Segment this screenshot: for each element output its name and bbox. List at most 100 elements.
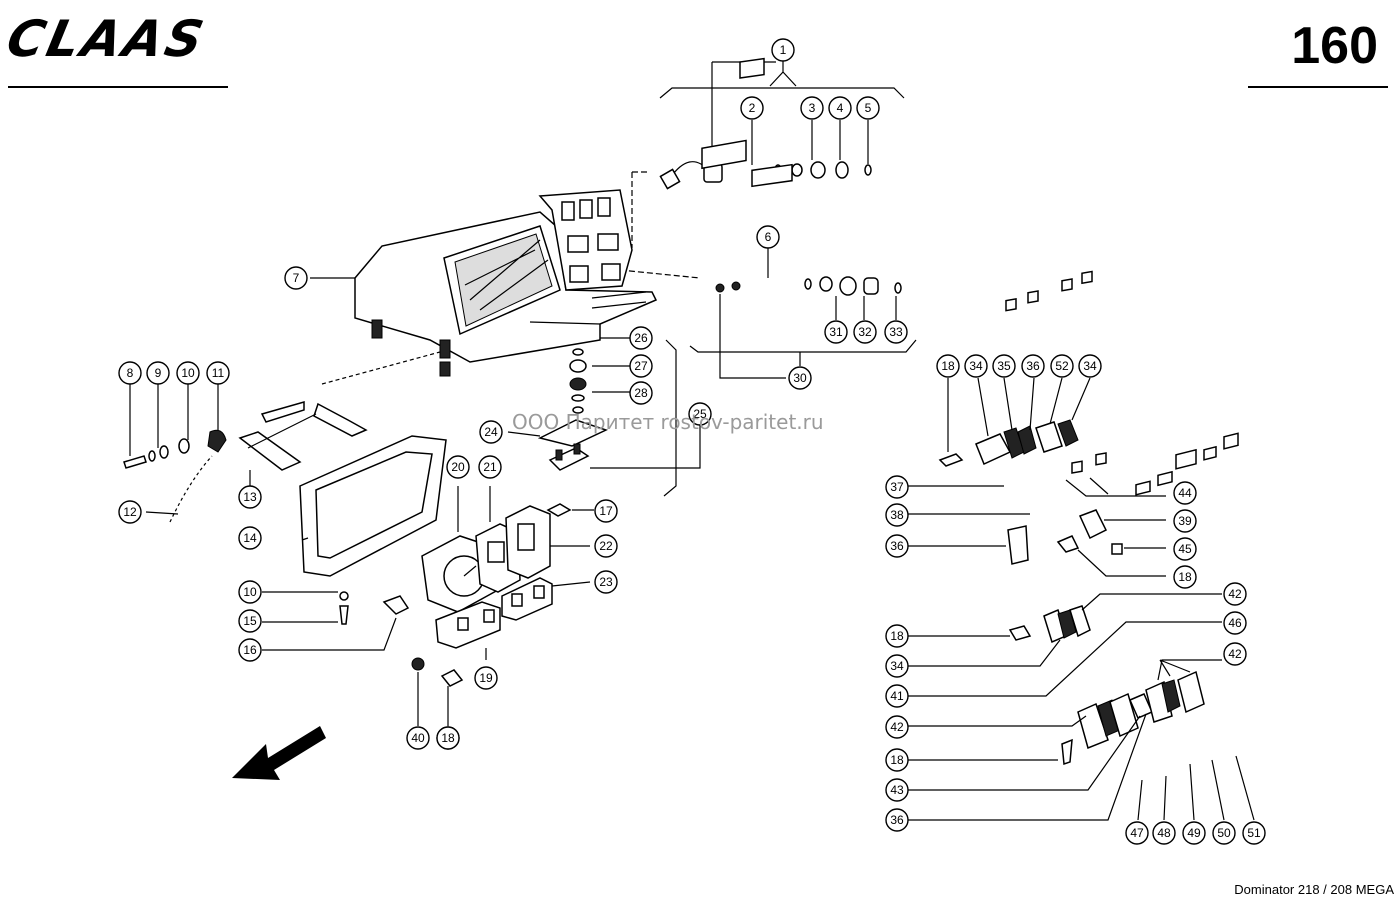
callout-34-c: 34 [885, 654, 909, 678]
svg-text:42: 42 [1228, 587, 1242, 601]
small-fasteners [262, 503, 594, 726]
callout-18-right-mid: 18 [1173, 565, 1197, 589]
bracket-1 [659, 60, 905, 165]
svg-text:14: 14 [243, 531, 257, 545]
svg-text:20: 20 [451, 460, 465, 474]
callout-15: 15 [238, 609, 262, 633]
callout-47: 47 [1125, 821, 1149, 845]
svg-text:10: 10 [181, 366, 195, 380]
model-caption: Dominator 218 / 208 MEGA [1234, 882, 1394, 897]
svg-text:13: 13 [243, 490, 257, 504]
callout-28: 28 [629, 381, 653, 405]
callout-36-a: 36 [1021, 354, 1045, 378]
svg-text:43: 43 [890, 783, 904, 797]
callout-41: 41 [885, 684, 909, 708]
svg-text:11: 11 [212, 366, 225, 380]
callout-42-a: 42 [1223, 582, 1247, 606]
callout-10-top: 10 [176, 361, 200, 385]
callout-27: 27 [629, 354, 653, 378]
svg-text:48: 48 [1157, 826, 1171, 840]
svg-text:24: 24 [484, 425, 498, 439]
callout-7: 7 [284, 266, 308, 290]
callout-30: 30 [788, 366, 812, 390]
svg-text:18: 18 [441, 731, 455, 745]
callout-40: 40 [406, 726, 430, 750]
callout-2: 2 [740, 96, 764, 120]
svg-text:6: 6 [765, 230, 772, 244]
svg-text:25: 25 [693, 407, 707, 421]
svg-text:22: 22 [599, 539, 613, 553]
svg-text:47: 47 [1130, 826, 1144, 840]
callout-33: 33 [884, 320, 908, 344]
rocker-switches-top [908, 270, 1166, 577]
svg-text:21: 21 [483, 460, 497, 474]
callout-9: 9 [146, 361, 170, 385]
callout-18-right-lower: 18 [885, 624, 909, 648]
svg-text:18: 18 [890, 753, 904, 767]
callout-43: 43 [885, 778, 909, 802]
svg-text:30: 30 [793, 371, 807, 385]
svg-text:15: 15 [243, 614, 257, 628]
svg-text:2: 2 [749, 101, 756, 115]
svg-text:16: 16 [243, 643, 257, 657]
callout-19: 19 [474, 666, 498, 690]
svg-text:51: 51 [1247, 826, 1261, 840]
rocker-switches-middle [908, 452, 1222, 697]
svg-text:34: 34 [1083, 359, 1097, 373]
switch-plate-assembly [689, 139, 917, 379]
svg-text:34: 34 [890, 659, 904, 673]
callout-1: 1 [771, 38, 795, 62]
watermark: ООО Паритет rostov-paritet.ru [512, 410, 824, 434]
svg-text:12: 12 [123, 505, 137, 519]
display-frame [299, 435, 447, 577]
callout-8: 8 [118, 361, 142, 385]
callout-18-right-bottom: 18 [885, 748, 909, 772]
svg-text:42: 42 [1228, 647, 1242, 661]
svg-text:7: 7 [293, 271, 300, 285]
callout-36-c: 36 [885, 808, 909, 832]
callout-23: 23 [594, 570, 618, 594]
callout-38: 38 [885, 503, 909, 527]
callout-10-bottom: 10 [238, 580, 262, 604]
svg-text:36: 36 [890, 539, 904, 553]
callout-13: 13 [238, 485, 262, 509]
svg-text:17: 17 [599, 504, 613, 518]
callout-25: 25 [688, 402, 712, 426]
callout-12: 12 [118, 500, 142, 524]
svg-text:27: 27 [634, 359, 648, 373]
page-number: 160 [1291, 17, 1378, 75]
svg-text:18: 18 [890, 629, 904, 643]
svg-text:19: 19 [479, 671, 493, 685]
callout-5: 5 [856, 96, 880, 120]
svg-text:36: 36 [890, 813, 904, 827]
callout-46: 46 [1223, 611, 1247, 635]
svg-text:49: 49 [1187, 826, 1201, 840]
callout-11: 11 [206, 361, 230, 385]
callout-6: 6 [756, 225, 780, 249]
callout-34-b: 34 [1078, 354, 1102, 378]
instrument-gauges [421, 486, 591, 660]
svg-text:18: 18 [941, 359, 955, 373]
svg-text:40: 40 [411, 731, 425, 745]
callout-49: 49 [1182, 821, 1206, 845]
callout-32: 32 [853, 320, 877, 344]
svg-text:41: 41 [890, 689, 904, 703]
svg-text:28: 28 [634, 386, 648, 400]
svg-text:44: 44 [1178, 486, 1192, 500]
callout-4: 4 [828, 96, 852, 120]
callout-31: 31 [824, 320, 848, 344]
callout-36-b: 36 [885, 534, 909, 558]
callout-26: 26 [629, 326, 653, 350]
callout-35: 35 [992, 354, 1016, 378]
svg-text:3: 3 [809, 101, 816, 115]
svg-text:5: 5 [865, 101, 872, 115]
callout-51: 51 [1242, 821, 1266, 845]
callout-44: 44 [1173, 481, 1197, 505]
svg-text:52: 52 [1055, 359, 1069, 373]
callout-37: 37 [885, 475, 909, 499]
svg-text:32: 32 [858, 325, 872, 339]
svg-text:36: 36 [1026, 359, 1040, 373]
svg-text:18: 18 [1178, 570, 1192, 584]
svg-text:4: 4 [837, 101, 844, 115]
